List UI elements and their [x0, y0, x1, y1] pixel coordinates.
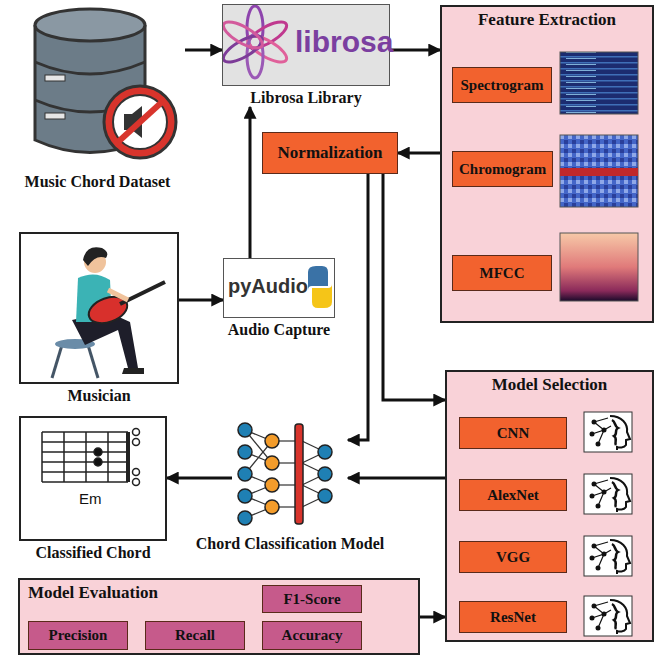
process-box: Chromogram — [452, 151, 553, 187]
musician-figure — [52, 247, 165, 378]
flow-arrow — [348, 477, 445, 480]
box-label: AlexNet — [487, 487, 539, 504]
model-box: ResNet — [459, 601, 567, 633]
box-label: Recall — [175, 627, 215, 644]
model-panel: Model SelectionCNN AlexNetVGG ResNet — [445, 370, 654, 642]
flow-arrow — [185, 49, 222, 52]
box-label: VGG — [496, 549, 530, 566]
figure-caption: Audio Capture — [228, 321, 330, 339]
database-icon — [35, 9, 176, 158]
figure-caption: Musician — [67, 387, 130, 405]
box-label: F1-Score — [283, 591, 340, 608]
process-box: Normalization — [262, 132, 398, 174]
process-box: MFCC — [452, 255, 552, 291]
model-box: VGG — [459, 541, 567, 573]
metric-box: F1-Score — [262, 585, 362, 613]
metric-box: Precision — [28, 621, 128, 650]
box-label: Accuracy — [282, 627, 343, 644]
flow-arrow — [390, 49, 440, 52]
neural-network-icon — [238, 423, 332, 525]
figure-text: Em — [79, 490, 102, 507]
figure-frame: pyAudio — [223, 258, 335, 318]
box-label: Precision — [49, 627, 108, 644]
flow-arrow — [383, 174, 445, 400]
chord-figure: EmClassified Chord — [19, 416, 167, 562]
figure-frame: Em — [19, 416, 167, 541]
box-label: Normalization — [278, 143, 383, 163]
evaluation-panel: Model EvaluationF1-ScorePrecisionRecallA… — [18, 578, 420, 655]
flow-arrow — [348, 174, 368, 440]
classifier-figure: Chord Classification Model — [232, 412, 348, 553]
figure-text: librosa — [295, 25, 393, 59]
chromogram-plot — [560, 135, 638, 207]
figure-text: pyAudio — [228, 275, 308, 298]
flow-arrow — [420, 616, 445, 619]
librosa-flower — [220, 6, 290, 78]
figure-caption: Librosa Library — [250, 89, 361, 107]
spectrogram-plot — [560, 52, 638, 114]
flow-arrow — [398, 152, 440, 155]
python-logo — [308, 266, 332, 308]
library-figure: librosaLibrosa Library — [222, 4, 390, 107]
box-label: ResNet — [490, 609, 536, 626]
model-box: CNN — [459, 417, 567, 449]
box-label: Spectrogram — [460, 77, 543, 94]
mfcc-plot — [560, 233, 638, 301]
figure-frame — [10, 5, 185, 170]
panel-title: Feature Extraction — [442, 10, 652, 30]
figure-frame — [232, 412, 348, 532]
dataset-figure: Music Chord Dataset — [10, 5, 185, 191]
flow-arrow — [249, 107, 252, 258]
feature-panel: Feature ExtractionSpectrogramChromogramM… — [440, 5, 654, 323]
panel-title: Model Selection — [447, 375, 652, 395]
metric-box: Accuracy — [262, 621, 362, 650]
model-box: AlexNet — [459, 479, 567, 511]
metric-box: Recall — [145, 621, 245, 650]
process-box: Spectrogram — [452, 67, 552, 103]
flow-arrow — [179, 299, 223, 302]
box-label: MFCC — [480, 265, 525, 282]
figure-caption: Chord Classification Model — [196, 535, 384, 553]
figure-frame: librosa — [222, 4, 390, 86]
musician-figure: Musician — [19, 232, 179, 405]
flow-arrow — [167, 477, 232, 480]
figure-caption: Classified Chord — [35, 544, 150, 562]
box-label: Chromogram — [459, 161, 546, 178]
chord-chart — [42, 429, 140, 486]
box-label: CNN — [497, 425, 530, 442]
capture-figure: pyAudioAudio Capture — [223, 258, 335, 339]
figure-frame — [19, 232, 179, 384]
figure-caption: Music Chord Dataset — [25, 173, 171, 191]
